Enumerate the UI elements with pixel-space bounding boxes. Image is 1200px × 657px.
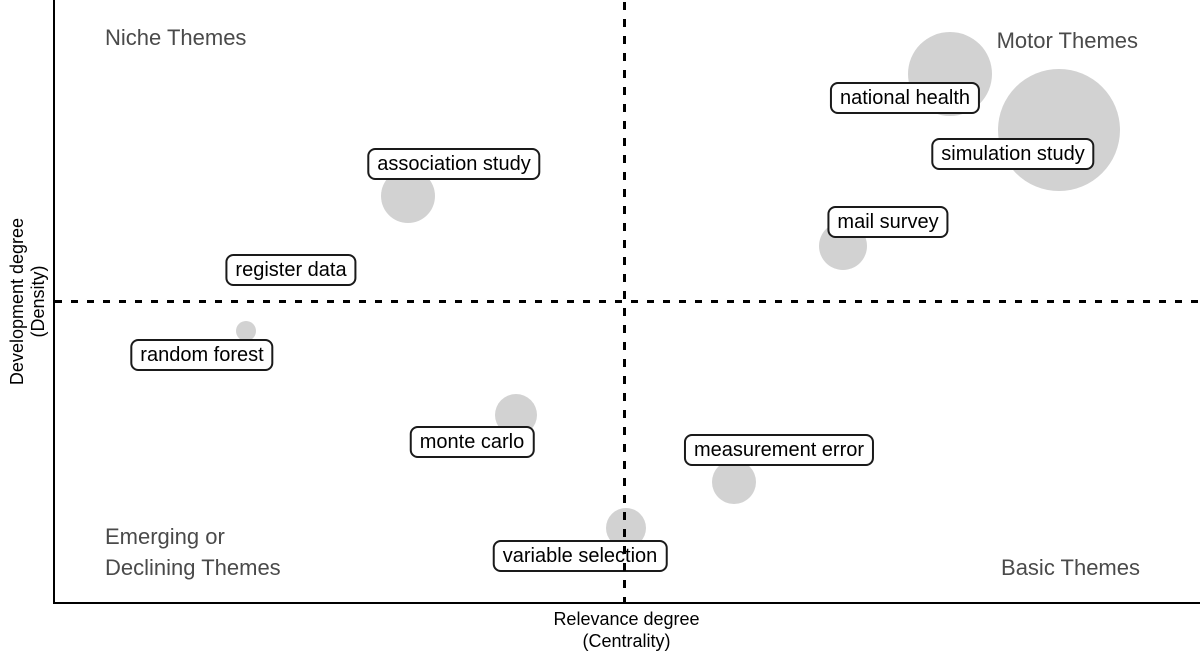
theme-label-register-data: register data [225, 254, 357, 286]
theme-label-mail-survey: mail survey [827, 206, 949, 238]
quadrant-label-niche-themes: Niche Themes [105, 25, 247, 50]
plot-area [53, 0, 1200, 604]
theme-label-simulation-study: simulation study [931, 138, 1095, 170]
quadrant-label-emerging-line2: Declining Themes [105, 555, 281, 580]
quadrant-label-motor-themes: Motor Themes [996, 28, 1138, 53]
x-axis-label: Relevance degree (Centrality) [53, 608, 1200, 652]
x-axis-label-line1: Relevance degree [553, 609, 700, 629]
x-axis-label-line2: (Centrality) [582, 631, 671, 651]
theme-bubble-random-forest [236, 321, 256, 341]
theme-label-national-health: national health [829, 82, 981, 114]
quadrant-label-emerging-line1: Emerging or [105, 524, 225, 549]
quadrant-label-basic-themes: Basic Themes [1001, 555, 1140, 580]
theme-label-measurement-error: measurement error [683, 434, 875, 466]
theme-label-association-study: association study [367, 148, 541, 180]
quadrant-label-emerging-declining-themes: Emerging or Declining Themes [105, 521, 281, 583]
theme-label-variable-selection: variable selection [492, 540, 668, 572]
theme-label-random-forest: random forest [130, 339, 274, 371]
theme-bubble-simulation-study [998, 69, 1120, 191]
theme-bubble-measurement-error [712, 460, 756, 504]
theme-label-monte-carlo: monte carlo [409, 426, 535, 458]
density-divider-dashed-line [55, 300, 1200, 303]
